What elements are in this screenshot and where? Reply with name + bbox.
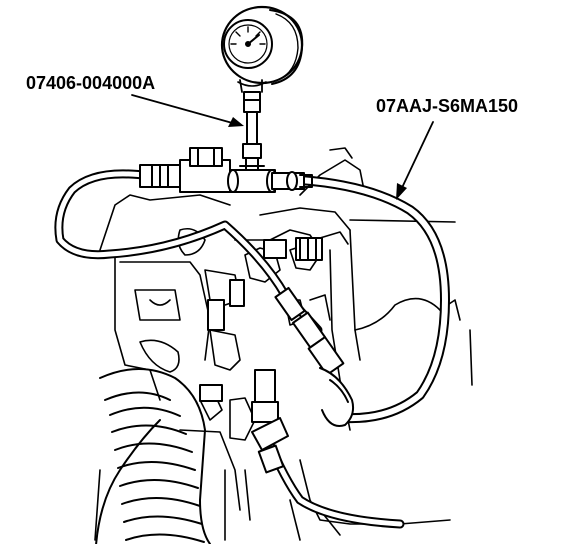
hose-leader-line [399,121,434,193]
hose-part-number-label: 07AAJ-S6MA150 [376,96,519,116]
gauge-part-number-label: 07406-004000A [26,73,156,93]
fuel-hose [54,169,450,529]
gauge-leader-line [131,94,237,125]
pressure-gauge-icon [220,5,304,93]
tee-fitting [139,147,313,193]
gauge-leader-arrowhead [228,117,244,127]
fuel-rail-fittings [199,237,355,474]
leader-arrows [131,94,434,193]
hose-leader-arrowhead [396,183,407,200]
gauge-adapter [239,91,265,171]
intake-duct [95,339,211,546]
